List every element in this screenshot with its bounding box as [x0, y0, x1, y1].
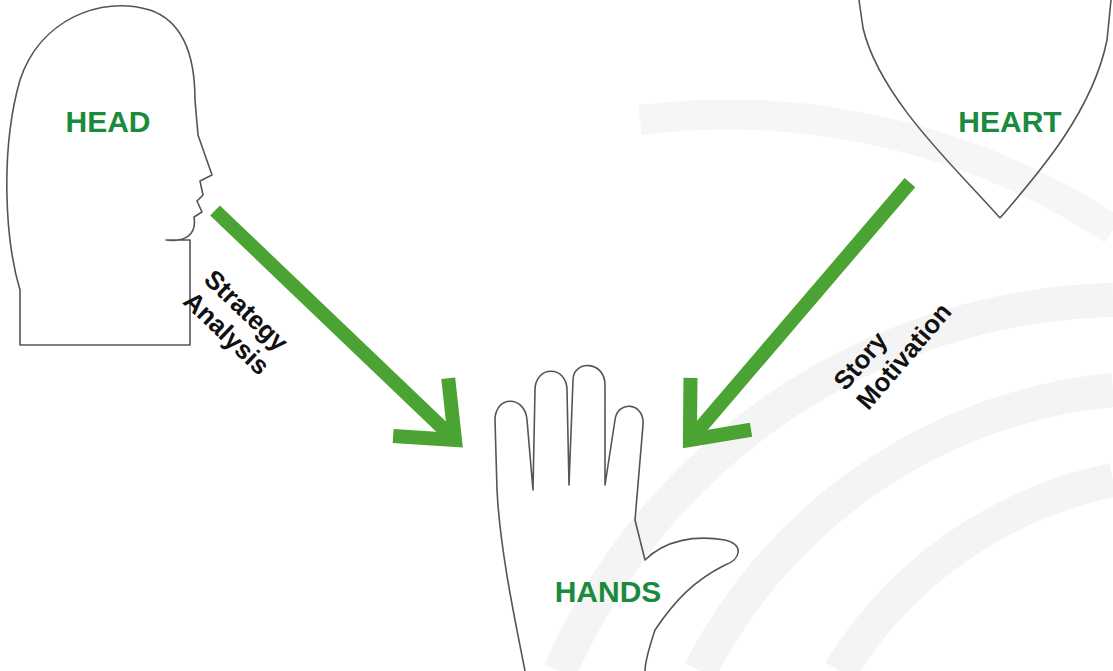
arrowhead — [690, 378, 751, 440]
arrow-label: Strategy Analysis — [177, 264, 296, 381]
head-outline — [0, 0, 215, 345]
hand-outline — [455, 360, 745, 671]
shape-node: HANDS — [455, 360, 745, 671]
arrowhead — [393, 378, 455, 440]
shape-node: HEART — [855, 0, 1113, 220]
node-label: HEART — [958, 105, 1061, 139]
node-label: HANDS — [555, 575, 662, 609]
heart-outline — [859, 0, 1111, 218]
background-arc — [840, 480, 1113, 671]
background-arc — [700, 390, 1113, 671]
node-label: HEAD — [65, 105, 150, 139]
shape-node: HEAD — [0, 0, 215, 345]
hand-outline — [495, 366, 738, 671]
arrow-label: Story Motivation — [828, 278, 958, 416]
head-outline — [7, 6, 212, 345]
